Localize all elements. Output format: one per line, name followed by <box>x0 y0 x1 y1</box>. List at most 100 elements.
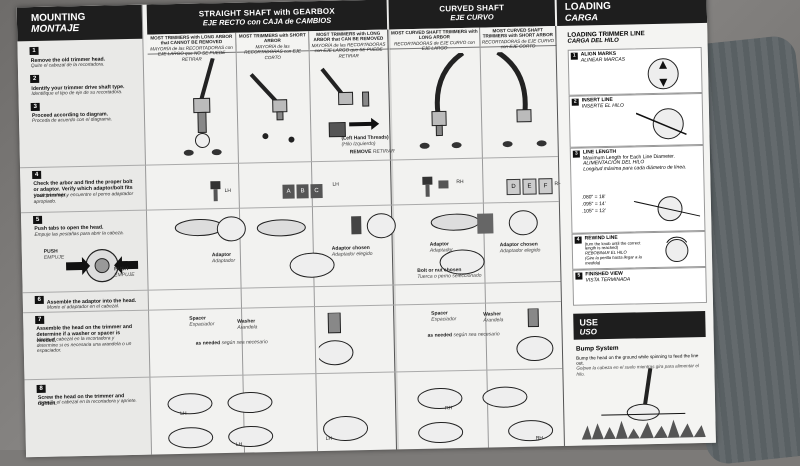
loading-step-number: 3 <box>572 150 580 158</box>
straight-shaft-long-arbor-illustration <box>183 57 222 156</box>
as-needed-label: as needed según sea necesario <box>195 339 268 347</box>
column-header-long-arbor-removable: MOST TRIMMERS with LONG ARBOR that CAN B… <box>309 29 389 58</box>
washer-text-es: Arandela <box>237 323 258 331</box>
column-header-curved-short-arbor: MOST CURVED SHAFT TRIMMERS with SHORT AR… <box>480 26 557 50</box>
step-number: 1 <box>29 46 39 56</box>
left-thread-text-es: (Hilo Izquierdo) <box>341 140 376 148</box>
adaptor-text-es: Adaptador <box>211 257 236 264</box>
column-label-es: RECORTADORAS de EJE CURVO con EJE CORTO <box>481 37 555 50</box>
rh-label: RH <box>535 435 544 442</box>
step-number: 6 <box>34 295 44 305</box>
step-number: 4 <box>32 170 42 180</box>
loading-step-number: 5 <box>575 272 583 280</box>
step7-illustrations <box>318 308 554 366</box>
bump-system-title: Bump System <box>575 344 619 353</box>
align-marks-icon <box>647 58 679 90</box>
loading-title-es: CARGA <box>564 12 599 23</box>
step-text-es: Verifique el eje y encuentre el perno ad… <box>33 191 134 205</box>
loading-step-rewind: 4 REWIND LINE(turn the knob until the co… <box>571 230 707 270</box>
remove-text: REMOVE <box>349 148 372 156</box>
line-size-row: .105" = 12' <box>582 208 606 215</box>
mounting-header: MOUNTING MONTAJE <box>16 4 143 42</box>
spacer-text-es: Espaciador <box>189 320 215 328</box>
bolt-nut-icon <box>422 176 449 197</box>
bolt-chosen-text-es: Tuerca o perno seleccionado <box>417 272 482 280</box>
lh-label: LH <box>325 435 333 442</box>
step8-screw-illustrations <box>167 386 554 449</box>
mounting-title-es: MONTAJE <box>31 23 80 36</box>
line-length-icon <box>633 196 701 222</box>
line-length: = 18' <box>594 194 606 201</box>
column-label-es: MAYORÍA de las RECORTADORAS con EJE LARG… <box>311 41 386 59</box>
instruction-sheet: MOUNTING MONTAJE STRAIGHT SHAFT with GEA… <box>16 0 716 458</box>
adaptor-e: E <box>522 178 537 195</box>
loading-step-title: REWIND LINE(turn the knob until the corr… <box>585 235 646 266</box>
lh-label: LH <box>224 187 232 195</box>
straight-shaft-short-arbor-illustration <box>249 73 295 143</box>
rewind-icon <box>665 236 689 263</box>
column-label: MOST TRIMMERS with LONG ARBOR that CAN B… <box>313 30 384 43</box>
push-text-es: EMPUJE <box>114 271 135 278</box>
as-needed-text-es: según sea necesario <box>221 339 268 347</box>
bump-system-illustration <box>581 367 706 440</box>
as-needed-text: as needed <box>195 340 221 347</box>
column-header-curved-long-arbor: MOST CURVED SHAFT TRIMMERS with LONG ARB… <box>389 27 481 52</box>
loading-step-detail-es: (Gire la perilla hasta llegar a la medid… <box>584 254 642 266</box>
curved-shaft-long-arbor-illustration <box>419 52 465 149</box>
straight-shaft-removable-arbor-illustration <box>320 67 380 138</box>
adaptor-b: B <box>296 184 309 199</box>
adaptor-f: F <box>538 178 553 195</box>
step-number: 2 <box>30 74 40 84</box>
loading-step-text-es: ALINEAR MARCAS <box>580 56 626 64</box>
step-text-es: Monte el cabezal en la recortadora y det… <box>36 336 132 355</box>
loading-header: LOADING CARGA <box>556 0 708 27</box>
column-label: MOST TRIMMERS with LONG ARBOR that CANNO… <box>150 33 233 46</box>
use-header: USE USO <box>573 310 706 340</box>
column-label-es: MAYORÍA de las RECORTADORAS con EJE CORT… <box>244 43 302 60</box>
step-number: 5 <box>33 215 43 225</box>
line-diameter: .080" <box>581 194 594 201</box>
insert-line-icon <box>635 108 687 140</box>
adaptor-d: D <box>506 178 521 196</box>
column-label: MOST CURVED SHAFT TRIMMERS with SHORT AR… <box>482 27 554 39</box>
loading-step-text-es: INSERTE EL HILO <box>581 102 624 110</box>
column-label-es: RECORTADORAS de EJE CURVO con EJE LARGO <box>393 39 476 52</box>
lh-label: LH <box>332 181 339 188</box>
curved-shaft-header: CURVED SHAFT EJE CURVO <box>388 0 556 30</box>
loading-step-number: 2 <box>571 98 579 106</box>
column-label: MOST CURVED SHAFT TRIMMERS with LONG ARB… <box>390 28 478 41</box>
step-number: 3 <box>30 102 40 112</box>
adaptor-c: C <box>310 183 323 199</box>
head-assembly-illustrations <box>174 210 538 278</box>
push-text-es: EMPUJE <box>43 253 65 261</box>
adaptor-text-es: Adaptador <box>429 246 453 254</box>
loading-step-detail-es: Longitud máxima para cada diámetro de lí… <box>583 164 687 173</box>
rh-label: RH <box>445 405 453 412</box>
rh-label: RH <box>456 179 464 186</box>
adaptor-a: A <box>282 184 295 199</box>
step-number: 8 <box>36 384 46 393</box>
line-length: = 12' <box>594 208 606 215</box>
step-number: 7 <box>35 315 45 325</box>
push-tabs-illustration <box>66 248 139 283</box>
curved-shaft-short-arbor-illustration <box>496 51 547 148</box>
remove-text-es: RETIRAR <box>372 148 395 155</box>
loading-step-number: 4 <box>574 236 582 244</box>
